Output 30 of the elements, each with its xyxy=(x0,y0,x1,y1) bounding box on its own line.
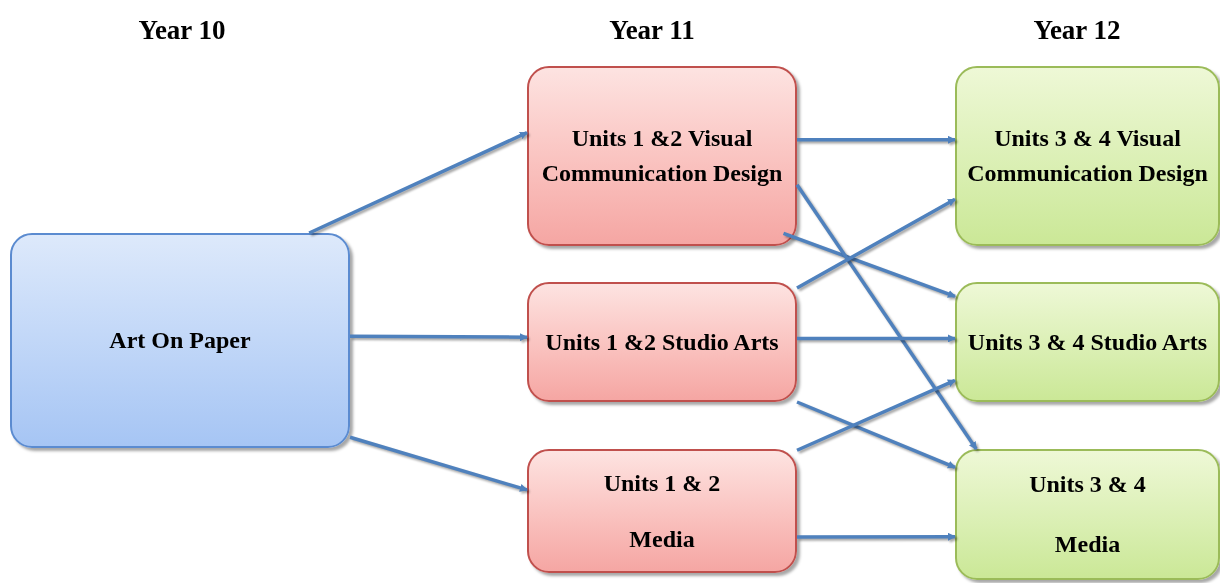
arrow xyxy=(782,231,956,299)
arrow xyxy=(797,135,956,144)
arrow xyxy=(349,435,528,492)
column-heading: Year 10 xyxy=(138,14,226,47)
course-box xyxy=(527,449,797,573)
course-name: Units 3 & 4 xyxy=(1029,470,1146,500)
arrow xyxy=(797,334,956,343)
column-heading: Year 11 xyxy=(609,14,695,47)
arrow xyxy=(796,400,956,469)
course-name: Units 1 & 2 xyxy=(603,468,721,498)
column-heading: Year 12 xyxy=(1033,14,1121,47)
course-name: Media xyxy=(629,524,695,554)
course-name: Units 3 & 4 Studio Arts xyxy=(967,327,1208,357)
arrow xyxy=(797,532,956,541)
arrow xyxy=(350,333,528,342)
course-name: Units 1 &2 Studio Arts xyxy=(545,327,779,357)
arrow xyxy=(796,378,956,452)
course-box xyxy=(955,66,1220,246)
course-box xyxy=(10,233,350,448)
course-name: Units 3 & 4 Visual Communication Design xyxy=(966,124,1209,188)
arrow xyxy=(796,197,956,290)
course-box xyxy=(955,449,1220,580)
course-name: Art On Paper xyxy=(109,326,251,355)
course-box xyxy=(955,282,1220,402)
arrow xyxy=(308,131,528,235)
course-name: Media xyxy=(1054,529,1121,559)
course-box xyxy=(527,66,797,246)
arrow xyxy=(795,183,978,450)
course-name: Units 1 &2 Visual Communication Design xyxy=(540,124,784,188)
course-box xyxy=(527,282,797,402)
